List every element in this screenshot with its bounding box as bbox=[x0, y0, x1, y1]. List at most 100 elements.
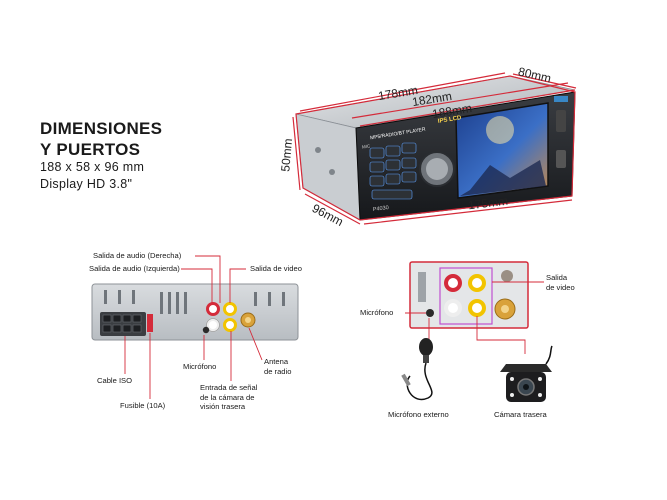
dim-50: 50mm bbox=[278, 137, 296, 173]
zoom-rca-white bbox=[444, 299, 462, 317]
zoom-slot bbox=[418, 272, 426, 302]
rca-audio-right bbox=[206, 302, 220, 316]
zoom-leaders bbox=[405, 281, 544, 354]
size-spec: 188 x 58 x 96 mm bbox=[40, 160, 145, 174]
line-96 bbox=[304, 193, 361, 225]
leader-video-out bbox=[229, 268, 246, 303]
vent-slot bbox=[176, 292, 179, 314]
screen-moon bbox=[486, 116, 514, 144]
label-camera-input: Entrada de señal de la cámara de visión … bbox=[200, 383, 257, 412]
vent-slot bbox=[282, 292, 285, 306]
outline bbox=[295, 75, 576, 221]
volume-knob-center bbox=[426, 158, 448, 180]
vent-slot bbox=[160, 292, 163, 314]
iso-pin bbox=[102, 314, 112, 323]
fuse-10a bbox=[147, 314, 153, 332]
label-antenna-line-2: de radio bbox=[264, 366, 292, 376]
rca-video-out bbox=[223, 302, 237, 316]
face-button bbox=[369, 147, 385, 159]
camera-lens-center bbox=[523, 384, 529, 390]
zoom-rca-yellow-top bbox=[468, 274, 486, 292]
leader-audio-right bbox=[195, 255, 221, 303]
title: DIMENSIONES Y PUERTOS bbox=[40, 118, 162, 160]
iso-pin bbox=[112, 314, 122, 323]
camera-led bbox=[538, 393, 542, 397]
iso-pin bbox=[132, 324, 142, 333]
zoom-video-frame bbox=[439, 267, 493, 325]
device-model: P4030 bbox=[372, 205, 390, 213]
label-video-out: Salida de video bbox=[250, 264, 302, 273]
camera-led bbox=[510, 393, 514, 397]
camera-bracket bbox=[500, 364, 552, 372]
camera-cable bbox=[545, 345, 553, 365]
iso-pin bbox=[102, 324, 112, 333]
iso-pin bbox=[122, 324, 132, 333]
vent-slot bbox=[254, 292, 257, 306]
line-80 bbox=[512, 73, 577, 89]
display-spec: Display HD 3.8" bbox=[40, 177, 133, 191]
line-178 bbox=[299, 72, 506, 112]
device-3d bbox=[292, 72, 577, 225]
mic-clip bbox=[423, 355, 429, 363]
vent-slot bbox=[268, 292, 271, 306]
iso-pin bbox=[122, 314, 132, 323]
mic-head bbox=[419, 338, 433, 356]
face-button bbox=[385, 145, 401, 157]
face-button bbox=[369, 161, 385, 173]
label-fuse: Fusible (10A) bbox=[120, 401, 166, 410]
face-button bbox=[385, 173, 401, 185]
line-188 bbox=[359, 89, 576, 127]
camera-led bbox=[538, 377, 542, 381]
indicator-light bbox=[554, 96, 568, 102]
rca-camera-in bbox=[223, 318, 237, 332]
label-camera-input-line-3: visión trasera bbox=[200, 402, 246, 411]
rear-zoom bbox=[405, 261, 544, 354]
zoom-rca-yellow-bottom bbox=[468, 299, 486, 317]
rca-ring bbox=[206, 318, 220, 332]
line-175 bbox=[363, 199, 573, 225]
label-zoom-microphone: Micrófono bbox=[360, 308, 394, 317]
sd-slot bbox=[556, 110, 566, 132]
side-screw bbox=[329, 169, 335, 175]
rear-panel bbox=[91, 255, 299, 399]
label-camera-input-line-2: de la cámara de bbox=[200, 392, 255, 402]
antenna-port-center bbox=[245, 317, 251, 323]
camera-led bbox=[510, 377, 514, 381]
vent-slot bbox=[184, 292, 187, 314]
face-button bbox=[385, 159, 401, 171]
face-button bbox=[371, 189, 413, 200]
zoom-mic-jack bbox=[426, 309, 434, 317]
label-camera-input-line-1: Entrada de señal bbox=[200, 383, 258, 392]
label-iso-cable: Cable ISO bbox=[97, 376, 133, 385]
device-mic-label: MIC bbox=[361, 143, 371, 150]
iso-pin bbox=[132, 314, 142, 323]
mic-cable bbox=[406, 362, 433, 401]
device-side bbox=[295, 113, 361, 221]
label-zoom-video-out-line-2: de video bbox=[546, 282, 575, 292]
face-button bbox=[369, 175, 385, 187]
label-antenna: Antena de radio bbox=[264, 357, 291, 376]
zoom-screw bbox=[501, 270, 513, 282]
leader-zoom-camera bbox=[476, 316, 526, 354]
face-buttons bbox=[369, 142, 417, 200]
rear-camera bbox=[500, 345, 553, 402]
vent-slot bbox=[132, 290, 135, 304]
dimension-lines bbox=[292, 72, 577, 225]
leader-lines bbox=[124, 255, 263, 399]
title-line-2: Y PUERTOS bbox=[40, 140, 141, 159]
mic-jack bbox=[202, 326, 210, 334]
vent-slots bbox=[104, 290, 285, 314]
vent-slot bbox=[104, 290, 107, 304]
iso-pins bbox=[102, 314, 142, 333]
line-50 bbox=[292, 116, 301, 191]
face-button bbox=[401, 171, 417, 183]
label-antenna-line-1: Antena bbox=[264, 357, 289, 366]
label-zoom-video-out: Salida de video bbox=[546, 273, 575, 292]
zoom-antenna-center bbox=[501, 305, 509, 313]
label-zoom-video-out-line-1: Salida bbox=[546, 273, 568, 282]
side-screw bbox=[315, 147, 321, 153]
screen-landscape bbox=[460, 160, 546, 196]
usb-port bbox=[556, 150, 566, 168]
face-button bbox=[401, 142, 417, 154]
